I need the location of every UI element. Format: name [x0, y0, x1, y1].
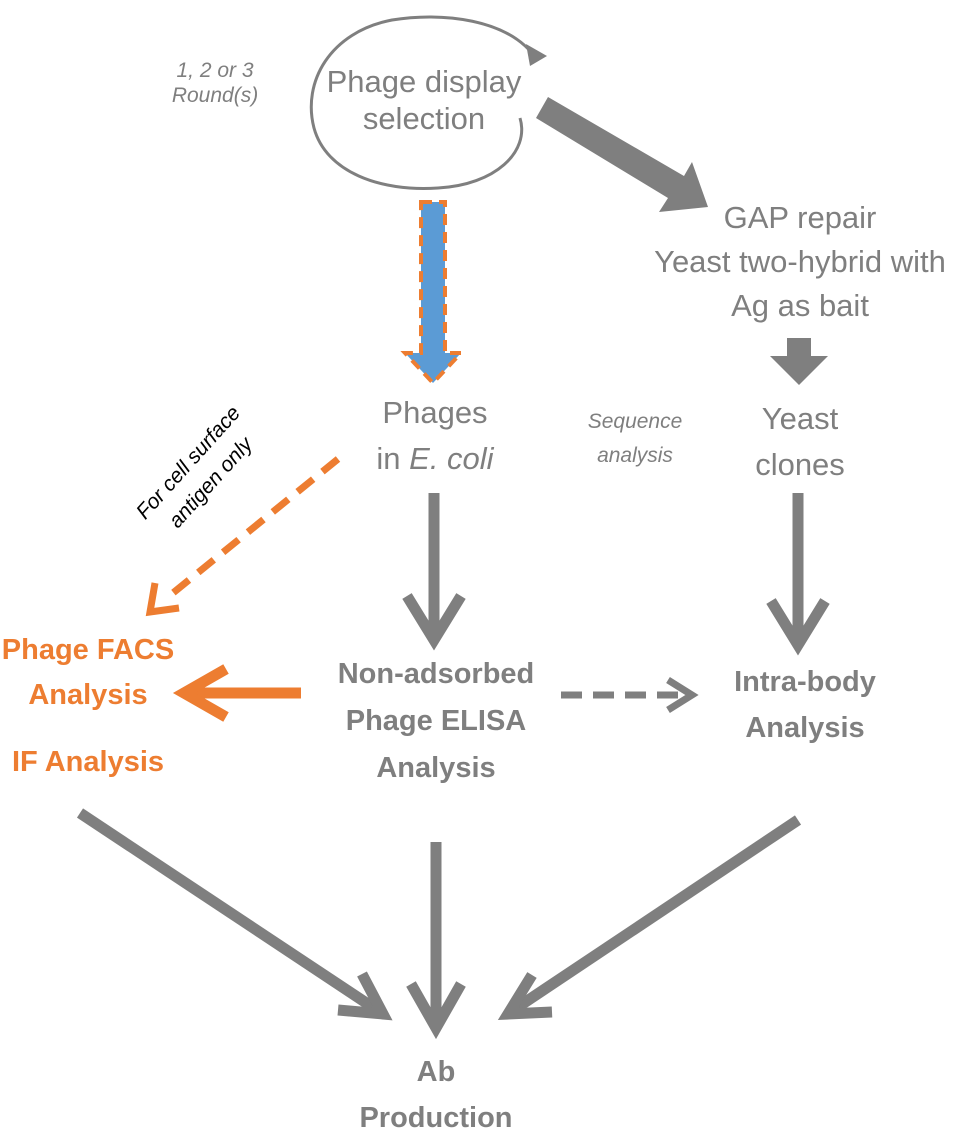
gap-repair-line3: Ag as bait: [731, 288, 869, 323]
yeast-label: Yeast clones: [710, 396, 890, 488]
elisa-label: Non-adsorbed Phage ELISA Analysis: [311, 651, 561, 792]
phages-line2-species: E. coli: [409, 441, 494, 476]
gap-repair-line2: Yeast two-hybrid with: [654, 244, 946, 279]
phages-line2: in E. coli: [340, 436, 530, 482]
phages-label: Phages in E. coli: [340, 390, 530, 482]
arrow-gap-repair-to-yeast: [770, 338, 828, 385]
yeast-line2: clones: [755, 447, 845, 482]
production-label: Ab Production: [336, 1049, 536, 1128]
selection-label-line2: selection: [362, 101, 486, 137]
arrow-elisa-to-production-head: [406, 981, 466, 1040]
selection-label-line1: Phage display: [326, 64, 522, 99]
arrow-facs-to-production: [76, 808, 384, 1017]
arrow-intrabody-to-production: [505, 815, 802, 1018]
intrabody-label: Intra-body Analysis: [700, 659, 910, 751]
elisa-line2: Phage ELISA: [345, 705, 527, 737]
arrow-selection-to-phages: [400, 200, 466, 386]
rounds-note: 1, 2 or 3 Round(s): [140, 58, 290, 108]
rounds-note-line1: 1, 2 or 3: [176, 59, 254, 82]
if-analysis-label: IF Analysis: [0, 740, 181, 785]
rounds-note-line2: Round(s): [171, 84, 259, 108]
arrow-elisa-to-facs-head: [172, 664, 229, 722]
intrabody-line1: Intra-body: [734, 666, 876, 698]
production-line2: Production: [359, 1102, 513, 1128]
facs-label: Phage FACS Analysis: [0, 628, 181, 718]
arrow-phages-to-elisa-head: [402, 593, 466, 651]
intrabody-line2: Analysis: [745, 712, 865, 744]
arrow-selection-to-gap-repair: [536, 97, 708, 212]
production-line1: Ab: [416, 1056, 456, 1088]
arrow-facs-to-production-head: [337, 971, 393, 1021]
facs-line1: Phage FACS: [1, 634, 175, 666]
arrow-yeast-to-intrabody-head: [766, 598, 830, 656]
phages-line2-prefix: in: [376, 441, 410, 476]
selection-loop: [309, 15, 539, 190]
selection-loop-arrowhead: [526, 44, 547, 66]
gap-repair-line1: GAP repair: [723, 200, 877, 235]
elisa-line3: Analysis: [376, 752, 496, 784]
selection-label: Phage display selection: [308, 63, 540, 137]
sequence-note-line1: Sequence: [587, 410, 683, 433]
arrow-elisa-to-intrabody-head: [666, 677, 699, 713]
facs-line2: Analysis: [28, 679, 148, 711]
arrow-phages-to-facs: [165, 456, 341, 600]
yeast-line1: Yeast: [761, 401, 839, 436]
sequence-note: Sequence analysis: [565, 405, 705, 473]
arrow-phages-to-facs-head: [145, 582, 180, 617]
if-analysis-line1: IF Analysis: [11, 746, 165, 778]
elisa-line1: Non-adsorbed: [337, 658, 535, 690]
arrow-intrabody-to-production-head: [497, 972, 553, 1020]
gap-repair-label: GAP repair Yeast two-hybrid with Ag as b…: [625, 196, 964, 328]
phages-line1: Phages: [382, 395, 488, 430]
sequence-note-line2: analysis: [597, 444, 673, 467]
